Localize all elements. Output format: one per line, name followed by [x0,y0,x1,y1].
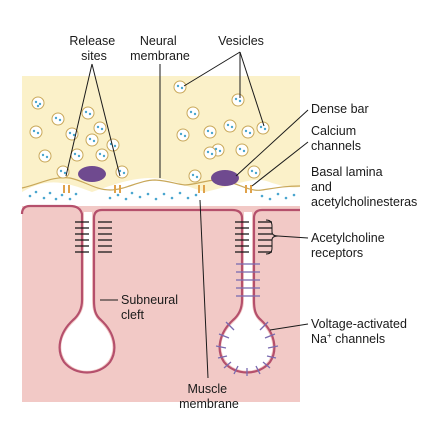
label-calcium-channels: Calcium channels [311,124,361,153]
dense-bar-right [211,170,239,186]
synaptic-cleft [22,192,300,206]
released-acetylcholine [28,190,296,201]
label-dense-bar: Dense bar [311,102,369,116]
na-channels [215,263,279,376]
vesicles [29,80,270,183]
label-subneural-cleft: Subneural cleft [121,293,181,322]
acetylcholine-receptors [75,221,272,253]
subneural-cleft-left [61,212,113,371]
label-release-sites: Release sites [69,34,118,63]
subneural-cleft-right [221,212,273,371]
label-acetylcholine-receptors: Acetylcholine receptors [311,231,388,260]
dense-bar-left [78,166,106,182]
label-muscle-membrane: Muscle membrane [179,382,239,411]
label-basal-lamina: Basal lamina and acetylcholinesteras [311,165,417,209]
muscle-membrane-outline [20,204,300,374]
nerve-terminal [22,76,300,192]
label-voltage-na-channels: Voltage-activated Na+ channels [311,317,410,346]
label-vesicles: Vesicles [218,34,264,48]
nerve-terminal-membrane [21,177,301,191]
label-neural-membrane: Neural membrane [130,34,190,63]
leader-lines [65,51,309,379]
calcium-channels [63,185,252,193]
vesicle-contents [32,84,267,179]
